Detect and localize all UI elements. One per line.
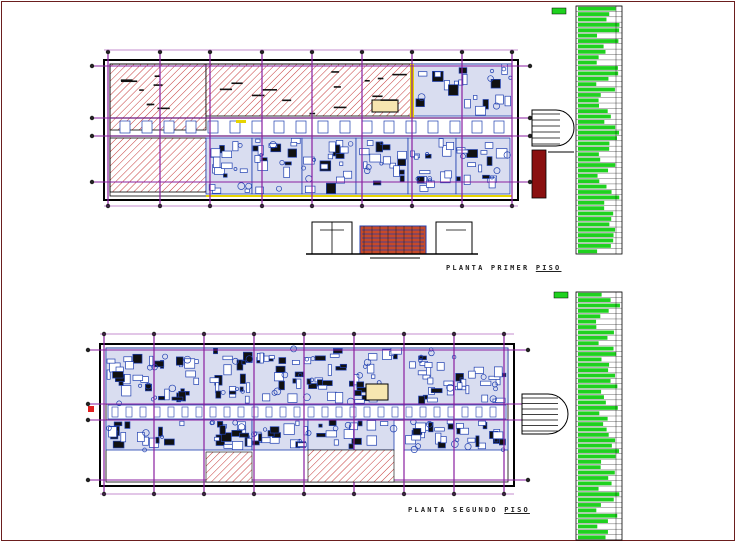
caption-planta-segundo-piso: PLANTA SEGUNDO PISO <box>408 506 530 514</box>
furniture-group-bottom <box>88 345 509 454</box>
section-detail <box>306 221 478 259</box>
caption-last: PISO <box>535 264 562 272</box>
outer-wall-2 <box>99 343 515 487</box>
hatched-zone-3 <box>109 137 207 193</box>
caption-last: PISO <box>504 506 530 514</box>
outer-wall <box>103 59 519 201</box>
plan-primer-piso <box>89 49 575 259</box>
furniture-group-top <box>119 63 513 195</box>
plan-segundo-piso <box>85 331 569 497</box>
caption-main: PLANTA PRIMER <box>446 264 530 272</box>
caption-main: PLANTA SEGUNDO <box>408 506 498 514</box>
hatched-zone-1 <box>109 63 207 131</box>
legend-table-top <box>551 5 623 255</box>
stair-top <box>531 109 575 199</box>
legend-table-bottom <box>553 291 623 541</box>
stair-bottom <box>521 393 569 435</box>
caption-planta-primer-piso: PLANTA PRIMER PISO <box>446 264 561 272</box>
column-grid-top <box>89 49 533 209</box>
